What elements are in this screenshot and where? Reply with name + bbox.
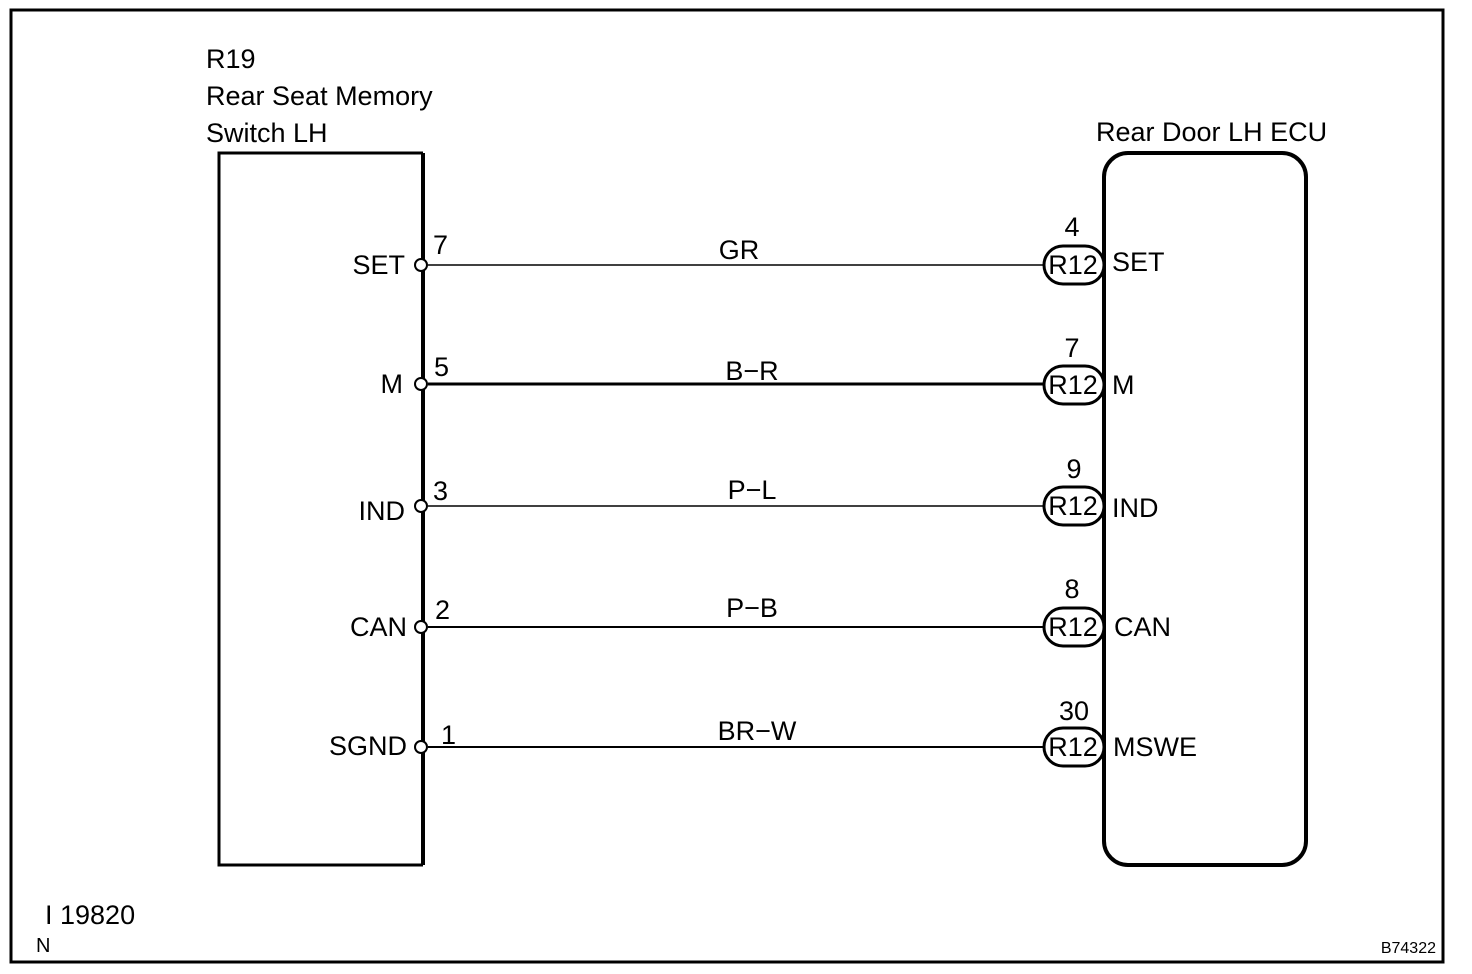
left-pin-number: 2 (435, 595, 450, 625)
wire-color-code: P−L (728, 475, 777, 505)
connector-badge (1042, 726, 1106, 768)
connector-code: R12 (1048, 370, 1098, 400)
wire-set: SET 7 GR R12 4 SET (352, 212, 1165, 286)
connector-code: R12 (1048, 250, 1098, 280)
right-pin-label: SET (1112, 247, 1165, 277)
terminal-pin-icon (414, 499, 428, 513)
left-pin-number: 5 (434, 352, 449, 382)
connector-code: R12 (1048, 732, 1098, 762)
diagram-marker: N (36, 935, 50, 957)
wire-color-code: B−R (725, 356, 778, 386)
left-component-name-line2: Switch LH (206, 118, 328, 148)
left-pin-number: 3 (433, 476, 448, 506)
right-pin-number: 8 (1064, 574, 1079, 604)
right-pin-label: IND (1112, 493, 1159, 523)
right-pin-number: 7 (1064, 333, 1079, 363)
wire-can: CAN 2 P−B R12 8 CAN (350, 574, 1171, 648)
connector-code: R12 (1048, 612, 1098, 642)
terminal-pin-icon (414, 258, 428, 272)
figure-id: B74322 (1381, 940, 1436, 957)
connector-code: R12 (1048, 491, 1098, 521)
connector-badge (1042, 244, 1106, 286)
wire-color-code: BR−W (718, 716, 797, 746)
terminal-pin-icon (414, 740, 428, 754)
right-pin-label: MSWE (1113, 732, 1197, 762)
left-pin-label: SET (352, 250, 405, 280)
left-component-code: R19 (206, 44, 256, 74)
right-pin-number: 30 (1059, 696, 1089, 726)
left-pin-label: M (381, 369, 404, 399)
right-component-name: Rear Door LH ECU (1096, 117, 1327, 147)
wire-m: M 5 B−R R12 7 M (381, 333, 1135, 406)
connector-badge (1042, 485, 1106, 527)
left-component-box (217, 151, 423, 867)
right-pin-number: 9 (1066, 454, 1081, 484)
terminal-pin-icon (414, 620, 428, 634)
right-pin-label: M (1112, 370, 1135, 400)
terminal-pin-icon (414, 377, 428, 391)
left-pin-number: 7 (433, 230, 448, 260)
diagram-code: I 19820 (45, 900, 135, 930)
wire-color-code: P−B (726, 593, 778, 623)
left-pin-label: CAN (350, 612, 407, 642)
left-component-name-line1: Rear Seat Memory (206, 81, 433, 111)
connector-badge (1042, 364, 1106, 406)
connector-badge (1042, 606, 1106, 648)
wire-color-code: GR (719, 235, 760, 265)
right-pin-label: CAN (1114, 612, 1171, 642)
left-pin-label: SGND (329, 731, 407, 761)
diagram-frame (9, 8, 1445, 964)
wire-ind: IND 3 P−L R12 9 IND (359, 454, 1159, 527)
left-pin-number: 1 (441, 720, 456, 750)
right-pin-number: 4 (1064, 212, 1079, 242)
left-pin-label: IND (359, 496, 406, 526)
wire-sgnd: SGND 1 BR−W R12 30 MSWE (329, 696, 1197, 768)
